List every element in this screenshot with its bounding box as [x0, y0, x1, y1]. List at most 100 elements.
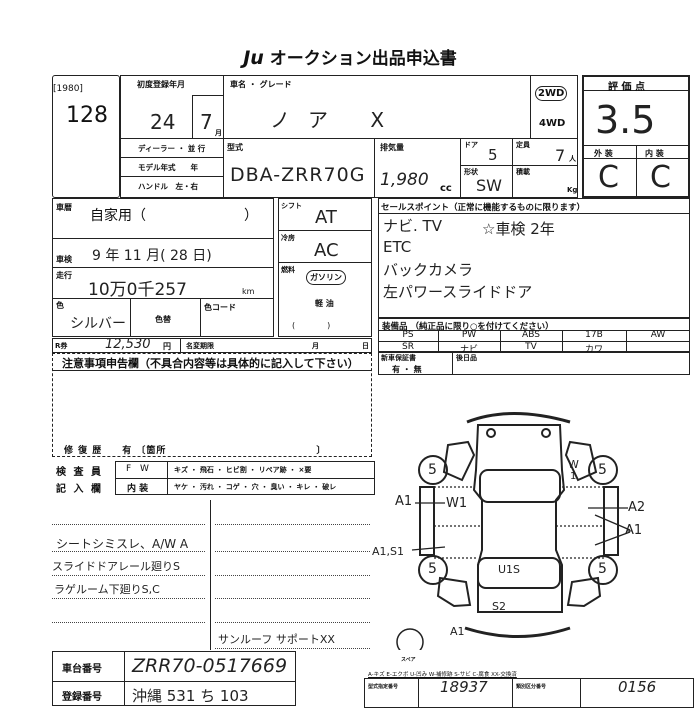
warranty-value: 有 ・ 無 [392, 365, 422, 374]
mark-a1-left: A1 [395, 494, 413, 509]
recycle-unit: 円 [163, 342, 171, 351]
month-unit: 月 [215, 129, 222, 137]
displacement-value: 1,980 [380, 170, 429, 190]
name-change-day: 日 [362, 342, 369, 350]
fuel-label: 燃料 [281, 266, 295, 274]
displacement-unit: cc [440, 183, 452, 194]
shape-value: SW [476, 176, 502, 195]
class-code-label: 類別区分番号 [516, 684, 547, 690]
load-label: 積載 [516, 168, 530, 176]
shaken-value: 9 年 11 月( 28 日) [92, 248, 212, 264]
mark-s2-rear: S2 [492, 600, 506, 613]
load-unit: Kg [567, 186, 578, 194]
equipment-row1-item: AW [650, 330, 666, 340]
car-name-value: ノア X [270, 108, 403, 132]
reg-label: 登録番号 [62, 692, 102, 703]
mark-1-right: 1 [570, 471, 577, 482]
exterior-label: 外 装 [594, 149, 613, 158]
vehicle-info-block [120, 75, 578, 198]
capacity-value: 7 [555, 146, 566, 165]
first-reg-month: 7 [200, 110, 213, 134]
mileage-label: 走行 [56, 271, 72, 280]
mark-a1-rear: A1 [450, 625, 465, 638]
name-change-label: 名変期限 [186, 342, 214, 350]
shift-value: AT [315, 207, 337, 228]
mark-w-right: W [568, 458, 579, 471]
equipment-box [378, 318, 690, 352]
doors-value: 5 [488, 146, 498, 164]
mileage-value: 10万0千257 [88, 280, 187, 300]
first-reg-year: 24 [150, 110, 176, 134]
extra-items-label: 後日品 [456, 354, 477, 362]
mark-tire-rl: 5 [428, 561, 437, 577]
exterior-grade: C [598, 160, 619, 195]
equipment-row1-item: 17B [585, 330, 603, 340]
mark-a1s1-left: A1,S1 [372, 545, 405, 558]
chassis-value: ZRR70-0517669 [132, 655, 288, 677]
interior-check-label: 内 装 [127, 484, 149, 494]
mileage-unit: km [242, 287, 255, 296]
car-damage-diagram [396, 412, 631, 650]
mark-tire-fl: 5 [428, 462, 437, 478]
lot-code: [1980] [53, 84, 83, 94]
shape-label: 形状 [464, 168, 478, 176]
score-label: 評 価 点 [608, 82, 645, 93]
fuel-other: ( ) [292, 321, 331, 330]
mark-w1-left: W1 [446, 496, 468, 511]
color-change-label: 色替 [155, 315, 171, 324]
sales-point-1: ナビ. TV [383, 217, 442, 235]
model-year-label: モデル年式 年 [138, 163, 198, 172]
handle-label: ハンドル 左・右 [138, 182, 198, 191]
recycle-value: 12,530 [105, 337, 151, 352]
dealer-label: ディーラー ・ 並 行 [138, 144, 206, 153]
name-change-month: 月 [312, 342, 319, 350]
equipment-label: 装備品 （純正品に限り○を付けてください） [381, 320, 555, 332]
ac-value: AC [314, 240, 339, 261]
class-code-value: 0156 [618, 678, 657, 696]
sales-point-2: ETC [383, 238, 412, 256]
ju-logo: Ju [243, 47, 264, 69]
sales-point-3: バックカメラ [383, 261, 474, 279]
drive-2wd: 2WD [535, 86, 568, 101]
history-value: 自家用（ ） [90, 208, 258, 224]
shift-block [278, 198, 372, 337]
sales-point-4: 左パワースライドドア [383, 283, 533, 301]
type-code-value: 18937 [440, 678, 488, 696]
recycle-row [52, 338, 372, 353]
ac-label: 冷房 [281, 234, 295, 242]
car-name-label: 車名 ・ グレード [230, 80, 292, 89]
displacement-label: 排気量 [380, 143, 404, 152]
repair-history: 修 復 歴 有 〔箇所 〕 [64, 446, 327, 456]
inspector-label-2: 記 入 欄 [56, 484, 103, 495]
fuel-gasoline: ガソリン [306, 270, 346, 285]
sales-point-note: ☆車検 2年 [482, 220, 555, 238]
color-label: 色 [56, 301, 64, 310]
reg-value: 沖縄 531 ち 103 [132, 687, 249, 705]
equipment-row2-item: カワ [584, 345, 603, 355]
capacity-label: 定員 [516, 141, 530, 149]
lot-number: 128 [66, 103, 108, 128]
warranty-box [378, 352, 690, 375]
color-value: シルバー [70, 316, 126, 332]
notes-label: 注意事項申告欄（不具合内容等は具体的に記入して下さい） [62, 357, 359, 370]
equipment-row1-item: PS [402, 330, 414, 340]
capacity-unit: 人 [569, 155, 576, 163]
mark-tire-fr: 5 [598, 462, 607, 478]
score-value: 3.5 [595, 98, 656, 142]
fw-label: F W [126, 464, 152, 474]
notes-box [52, 353, 372, 457]
equipment-row2-item: SR [402, 342, 414, 352]
interior-items: ヤケ ・ 汚れ ・ コゲ ・ 穴 ・ 臭い ・ キレ ・ 破レ [174, 483, 337, 491]
equipment-row1-item: ABS [522, 330, 540, 340]
equipment-row2-item: TV [525, 342, 537, 352]
history-label: 車暦 [56, 203, 72, 212]
mark-tire-rr: 5 [598, 561, 607, 577]
recycle-label: R券 [55, 342, 68, 350]
interior-grade: C [650, 160, 671, 195]
inspector-label-1: 検 査 員 [56, 467, 103, 478]
warranty-label: 新車保証書 [381, 354, 416, 362]
first-reg-label: 初度登録年月 [137, 80, 185, 89]
comment-2: スライドドアレール廻りS [52, 560, 180, 573]
form-header: Ju オークション出品申込書 [0, 44, 700, 69]
chassis-label: 車台番号 [62, 664, 102, 675]
